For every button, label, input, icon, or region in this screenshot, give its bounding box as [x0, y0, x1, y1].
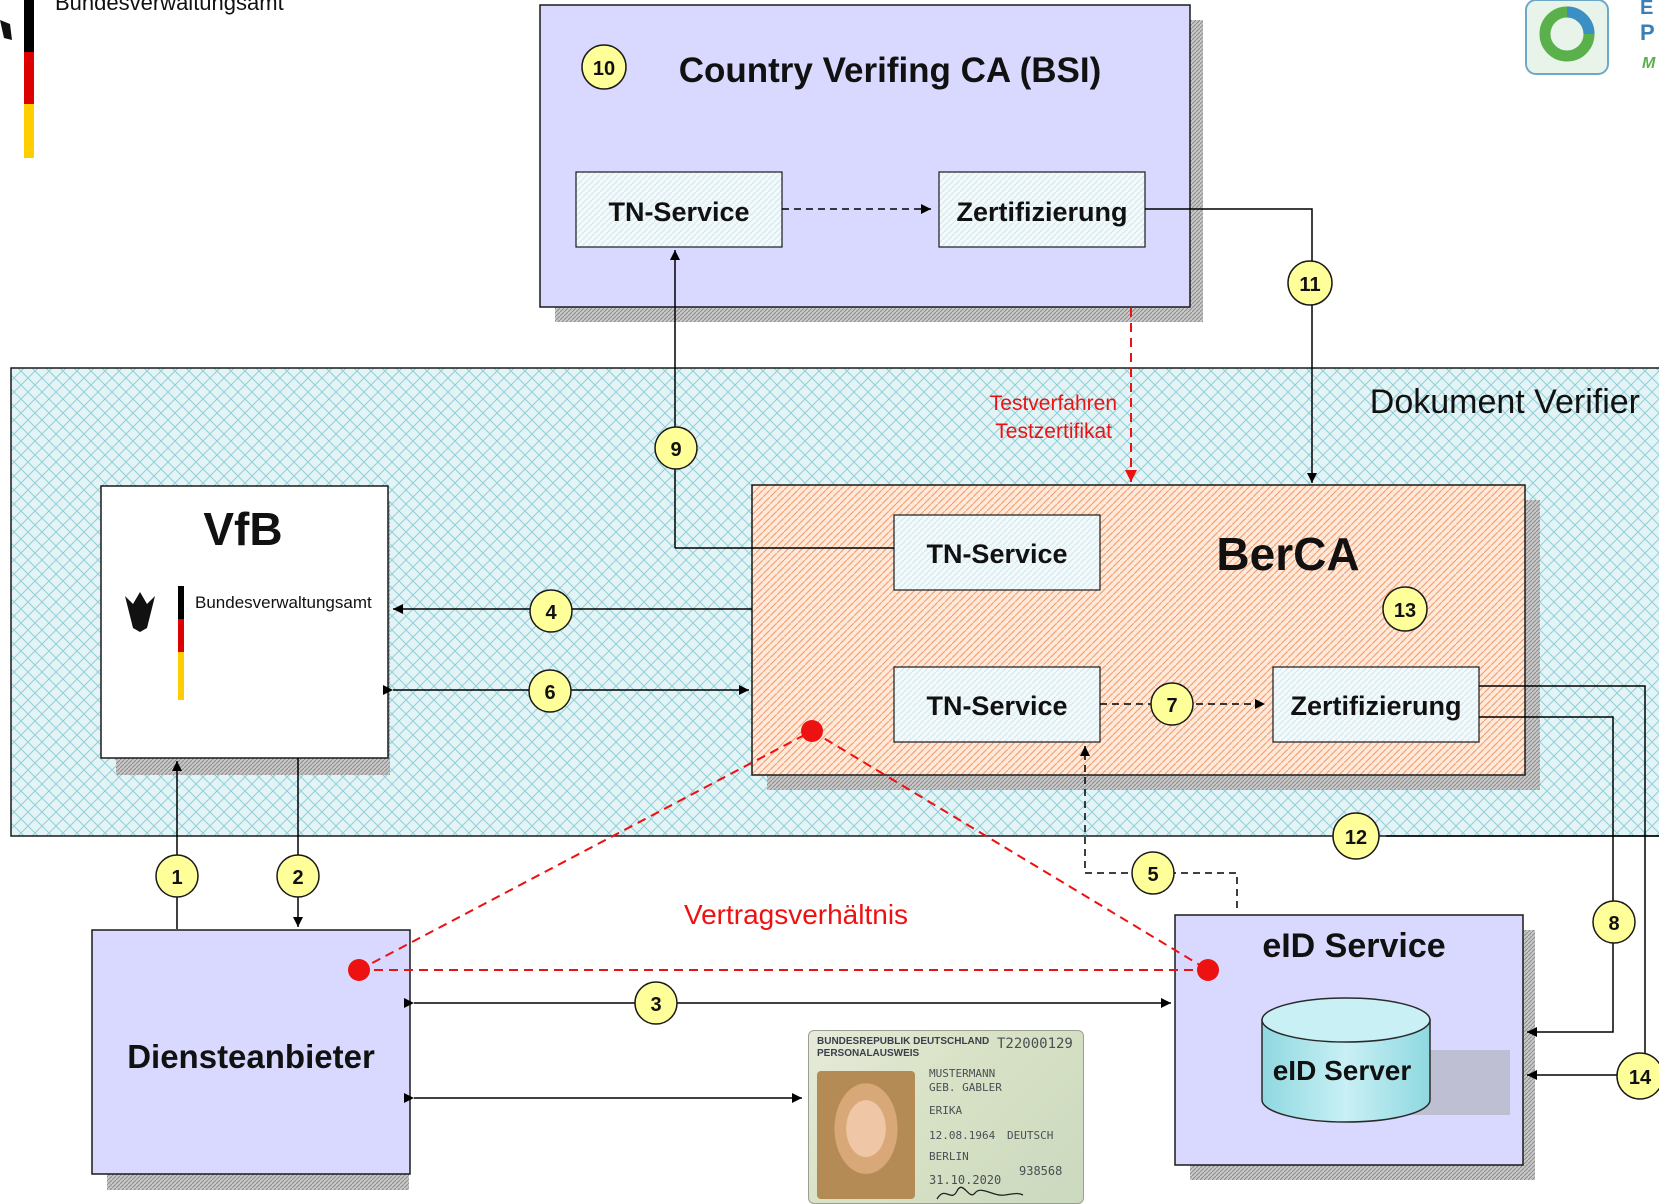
- id-card-image: BUNDESREPUBLIK DEUTSCHLAND PERSONALAUSWE…: [808, 1030, 1084, 1204]
- cvca-zertifizierung: Zertifizierung: [938, 171, 1146, 248]
- svg-text:Zertifizierung: Zertifizierung: [1290, 691, 1461, 721]
- verifier-label: Dokument Verifier: [1370, 383, 1640, 421]
- svg-text:6: 6: [544, 682, 555, 704]
- step-badge-1: 1: [155, 854, 199, 898]
- svg-text:TN-Service: TN-Service: [926, 691, 1067, 721]
- step-badge-6: 6: [528, 669, 572, 713]
- id-card-expiry: 31.10.2020: [929, 1173, 1002, 1187]
- signature-icon: [936, 1186, 1024, 1200]
- step-badge-3: 3: [634, 981, 678, 1025]
- svg-text:12: 12: [1345, 827, 1367, 849]
- step-badge-10: 10: [581, 44, 627, 90]
- id-card-nationality: DEUTSCH: [1007, 1129, 1054, 1142]
- contract-dot-anbieter: [348, 959, 370, 981]
- svg-text:11: 11: [1299, 274, 1320, 296]
- svg-text:Zertifizierung: Zertifizierung: [956, 197, 1127, 227]
- id-card-country: BUNDESREPUBLIK DEUTSCHLAND: [817, 1036, 990, 1047]
- berca-box: BerCA: [751, 484, 1540, 790]
- eid-server-cylinder: eID Server: [1261, 997, 1510, 1123]
- step-badge-8: 8: [1592, 900, 1636, 944]
- logo-text-top: Bundesverwaltungsamt: [55, 0, 284, 15]
- vfb-title: VfB: [203, 503, 282, 555]
- svg-text:1: 1: [171, 867, 182, 889]
- step-badge-4: 4: [529, 589, 573, 633]
- id-card-birth-place: BERLIN: [929, 1150, 969, 1163]
- id-card-birth-date: 12.08.1964: [929, 1129, 996, 1142]
- berca-title: BerCA: [1216, 528, 1359, 580]
- id-card-given-name: ERIKA: [929, 1104, 963, 1117]
- id-card-photo: [817, 1071, 915, 1199]
- contract-dot-berca: [801, 720, 823, 742]
- vfb-box: VfB Bundesverwaltungsamt: [100, 485, 390, 775]
- svg-text:2: 2: [292, 867, 303, 889]
- contract-relations: [358, 308, 1209, 971]
- svg-text:14: 14: [1629, 1067, 1652, 1089]
- diensteanbieter-box: Diensteanbieter: [91, 929, 411, 1190]
- id-card-doc-type: PERSONALAUSWEIS: [817, 1048, 920, 1059]
- svg-text:3: 3: [650, 994, 661, 1016]
- step-badge-12: 12: [1332, 812, 1380, 860]
- step-badge-7: 7: [1150, 682, 1194, 726]
- vfb-logo: Bundesverwaltungsamt: [125, 586, 372, 700]
- svg-text:13: 13: [1394, 600, 1416, 622]
- step-badge-5: 5: [1131, 851, 1175, 895]
- svg-text:8: 8: [1608, 913, 1619, 935]
- svg-text:TN-Service: TN-Service: [926, 539, 1067, 569]
- eid-server-label: eID Server: [1273, 1055, 1412, 1086]
- svg-text:TN-Service: TN-Service: [608, 197, 749, 227]
- svg-text:10: 10: [593, 58, 615, 80]
- diensteanbieter-title: Diensteanbieter: [127, 1038, 375, 1075]
- cvca-title: Country Verifing CA (BSI): [679, 51, 1102, 90]
- step-badge-14: 14: [1616, 1052, 1659, 1100]
- id-card-can: 938568: [1019, 1164, 1063, 1178]
- vfb-logo-text: Bundesverwaltungsamt: [195, 593, 372, 612]
- id-card-number: T22000129: [997, 1036, 1073, 1052]
- berca-tn-service-bottom: TN-Service: [893, 666, 1101, 743]
- bundesverwaltungsamt-logo-top: Bundesverwaltungsamt: [0, 0, 284, 158]
- cvca-tn-service: TN-Service: [575, 171, 783, 248]
- id-card-surname: MUSTERMANN: [929, 1067, 996, 1080]
- berca-zertifizierung: Zertifizierung: [1272, 666, 1480, 743]
- berca-tn-service-top: TN-Service: [893, 514, 1101, 591]
- contract-dot-eid: [1197, 959, 1219, 981]
- eagle-icon: [0, 20, 12, 40]
- svg-text:9: 9: [670, 439, 681, 461]
- eid-service-title: eID Service: [1262, 927, 1445, 965]
- step-badge-2: 2: [276, 854, 320, 898]
- step-badge-9: 9: [654, 426, 698, 470]
- logo-letter-1: E: [1640, 0, 1653, 19]
- svg-text:5: 5: [1147, 864, 1158, 886]
- test-note-line2: Testzertifikat: [995, 420, 1112, 443]
- id-card-birth-name: GEB. GABLER: [929, 1081, 1002, 1094]
- cvca-box: Country Verifing CA (BSI): [539, 4, 1203, 322]
- eagle-icon: [125, 592, 155, 632]
- test-note-line1: Testverfahren: [990, 392, 1117, 415]
- step-badge-13: 13: [1382, 586, 1428, 632]
- logo-letter-2: P: [1640, 20, 1655, 45]
- svg-text:7: 7: [1166, 695, 1177, 717]
- step-badge-11: 11: [1287, 260, 1333, 306]
- logo-letter-3: M: [1642, 55, 1656, 72]
- portal-logo: E P M: [1525, 0, 1656, 75]
- svg-text:4: 4: [545, 602, 557, 624]
- contract-label: Vertragsverhältnis: [684, 899, 908, 930]
